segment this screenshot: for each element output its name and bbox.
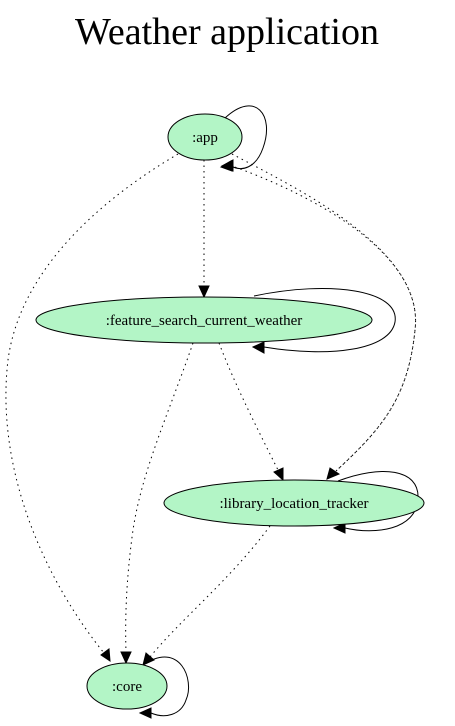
arrowhead-core-to-core bbox=[138, 707, 152, 719]
arrowhead-app-to-feature bbox=[198, 285, 210, 299]
node-shape-feature bbox=[35, 296, 373, 344]
node-shape-core bbox=[86, 662, 168, 710]
arrowhead-library-to-library bbox=[332, 522, 346, 534]
node-label-app: :app bbox=[192, 130, 218, 146]
edge-feature-to-feature bbox=[253, 288, 396, 353]
node-app: :app bbox=[167, 113, 243, 161]
arrowhead-library-to-app bbox=[220, 159, 234, 172]
edge-app-to-app bbox=[224, 105, 268, 170]
node-shape-app bbox=[167, 113, 243, 161]
edge-feature-to-library bbox=[218, 342, 279, 471]
arrowhead-app-to-core bbox=[100, 648, 111, 662]
arrowhead-feature-to-library bbox=[273, 467, 284, 482]
node-feature: :feature_search_current_weather bbox=[35, 296, 373, 344]
edge-library-to-core bbox=[149, 525, 271, 658]
node-core: :core bbox=[86, 662, 168, 710]
graph-title: Weather application bbox=[75, 11, 379, 53]
arrowhead-feature-to-core bbox=[120, 651, 132, 665]
arrowhead-app-to-library bbox=[326, 467, 341, 480]
edge-app-to-core bbox=[5, 153, 179, 654]
edges-layer bbox=[5, 105, 419, 719]
node-label-core: :core bbox=[112, 679, 142, 695]
arrowhead-feature-to-feature bbox=[251, 341, 265, 354]
node-label-feature: :feature_search_current_weather bbox=[106, 313, 303, 329]
node-shape-library bbox=[163, 479, 425, 527]
edge-core-to-core bbox=[142, 656, 190, 717]
nodes-layer: :app :feature_search_current_weather :libr… bbox=[35, 113, 425, 710]
node-label-library: :library_location_tracker bbox=[219, 496, 368, 512]
arrowhead-library-to-core bbox=[142, 652, 155, 666]
node-library: :library_location_tracker bbox=[163, 479, 425, 527]
